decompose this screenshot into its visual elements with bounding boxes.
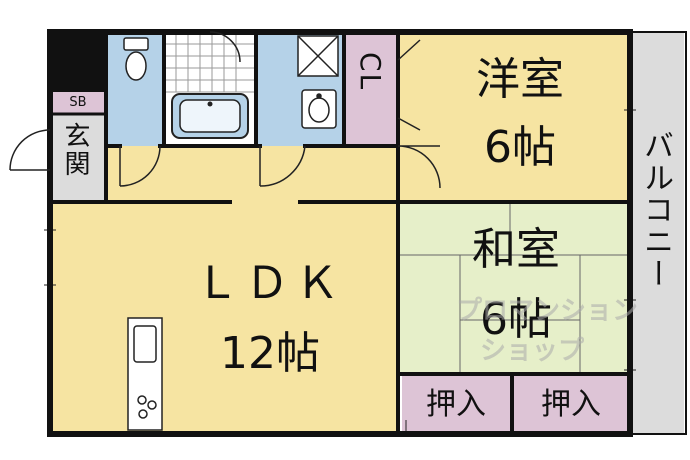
storage-2-floor bbox=[514, 376, 628, 434]
ldk-name: ＬＤＫ bbox=[195, 258, 345, 309]
storage-1-floor bbox=[402, 376, 510, 434]
bathtub-inner bbox=[179, 99, 241, 133]
closet-label: CL bbox=[354, 52, 387, 92]
toilet-floor bbox=[108, 32, 164, 146]
bath-tile-grid bbox=[164, 32, 256, 93]
drain-icon bbox=[207, 101, 213, 107]
ldk-size: 12帖 bbox=[220, 328, 320, 379]
watermark-line-1: プロマンション bbox=[456, 296, 639, 326]
walls bbox=[47, 29, 633, 437]
western-room-size: 6帖 bbox=[484, 122, 556, 173]
door-swings bbox=[9, 31, 441, 189]
kitchen-counter bbox=[127, 317, 163, 431]
tatami-lines bbox=[398, 202, 630, 374]
balcony-floor bbox=[632, 32, 684, 434]
western-room-floor bbox=[398, 32, 630, 202]
washbasin-icon bbox=[301, 89, 337, 129]
wall-block bbox=[50, 32, 106, 92]
closet-floor bbox=[344, 32, 398, 146]
entrance-label: 玄関 bbox=[60, 122, 90, 178]
corridor-floor bbox=[106, 146, 398, 202]
storage-2-label: 押入 bbox=[541, 387, 601, 422]
japanese-room-floor bbox=[398, 202, 630, 374]
watermark-line-2: ショップ bbox=[480, 336, 585, 366]
japanese-room-name: 和室 bbox=[472, 224, 560, 275]
balcony-outline bbox=[631, 31, 687, 435]
balcony-label: バルコニー bbox=[638, 130, 673, 290]
storage-1-label: 押入 bbox=[426, 387, 486, 422]
toilet-icon bbox=[123, 37, 149, 81]
washing-machine-space bbox=[297, 35, 339, 77]
japanese-room-size: 6帖 bbox=[480, 294, 552, 345]
entrance-floor bbox=[50, 114, 106, 202]
western-room-name: 洋室 bbox=[476, 54, 564, 105]
shoe-box-label: SB bbox=[69, 95, 87, 110]
ldk-floor bbox=[50, 202, 398, 434]
shoe-box-floor bbox=[50, 92, 106, 114]
